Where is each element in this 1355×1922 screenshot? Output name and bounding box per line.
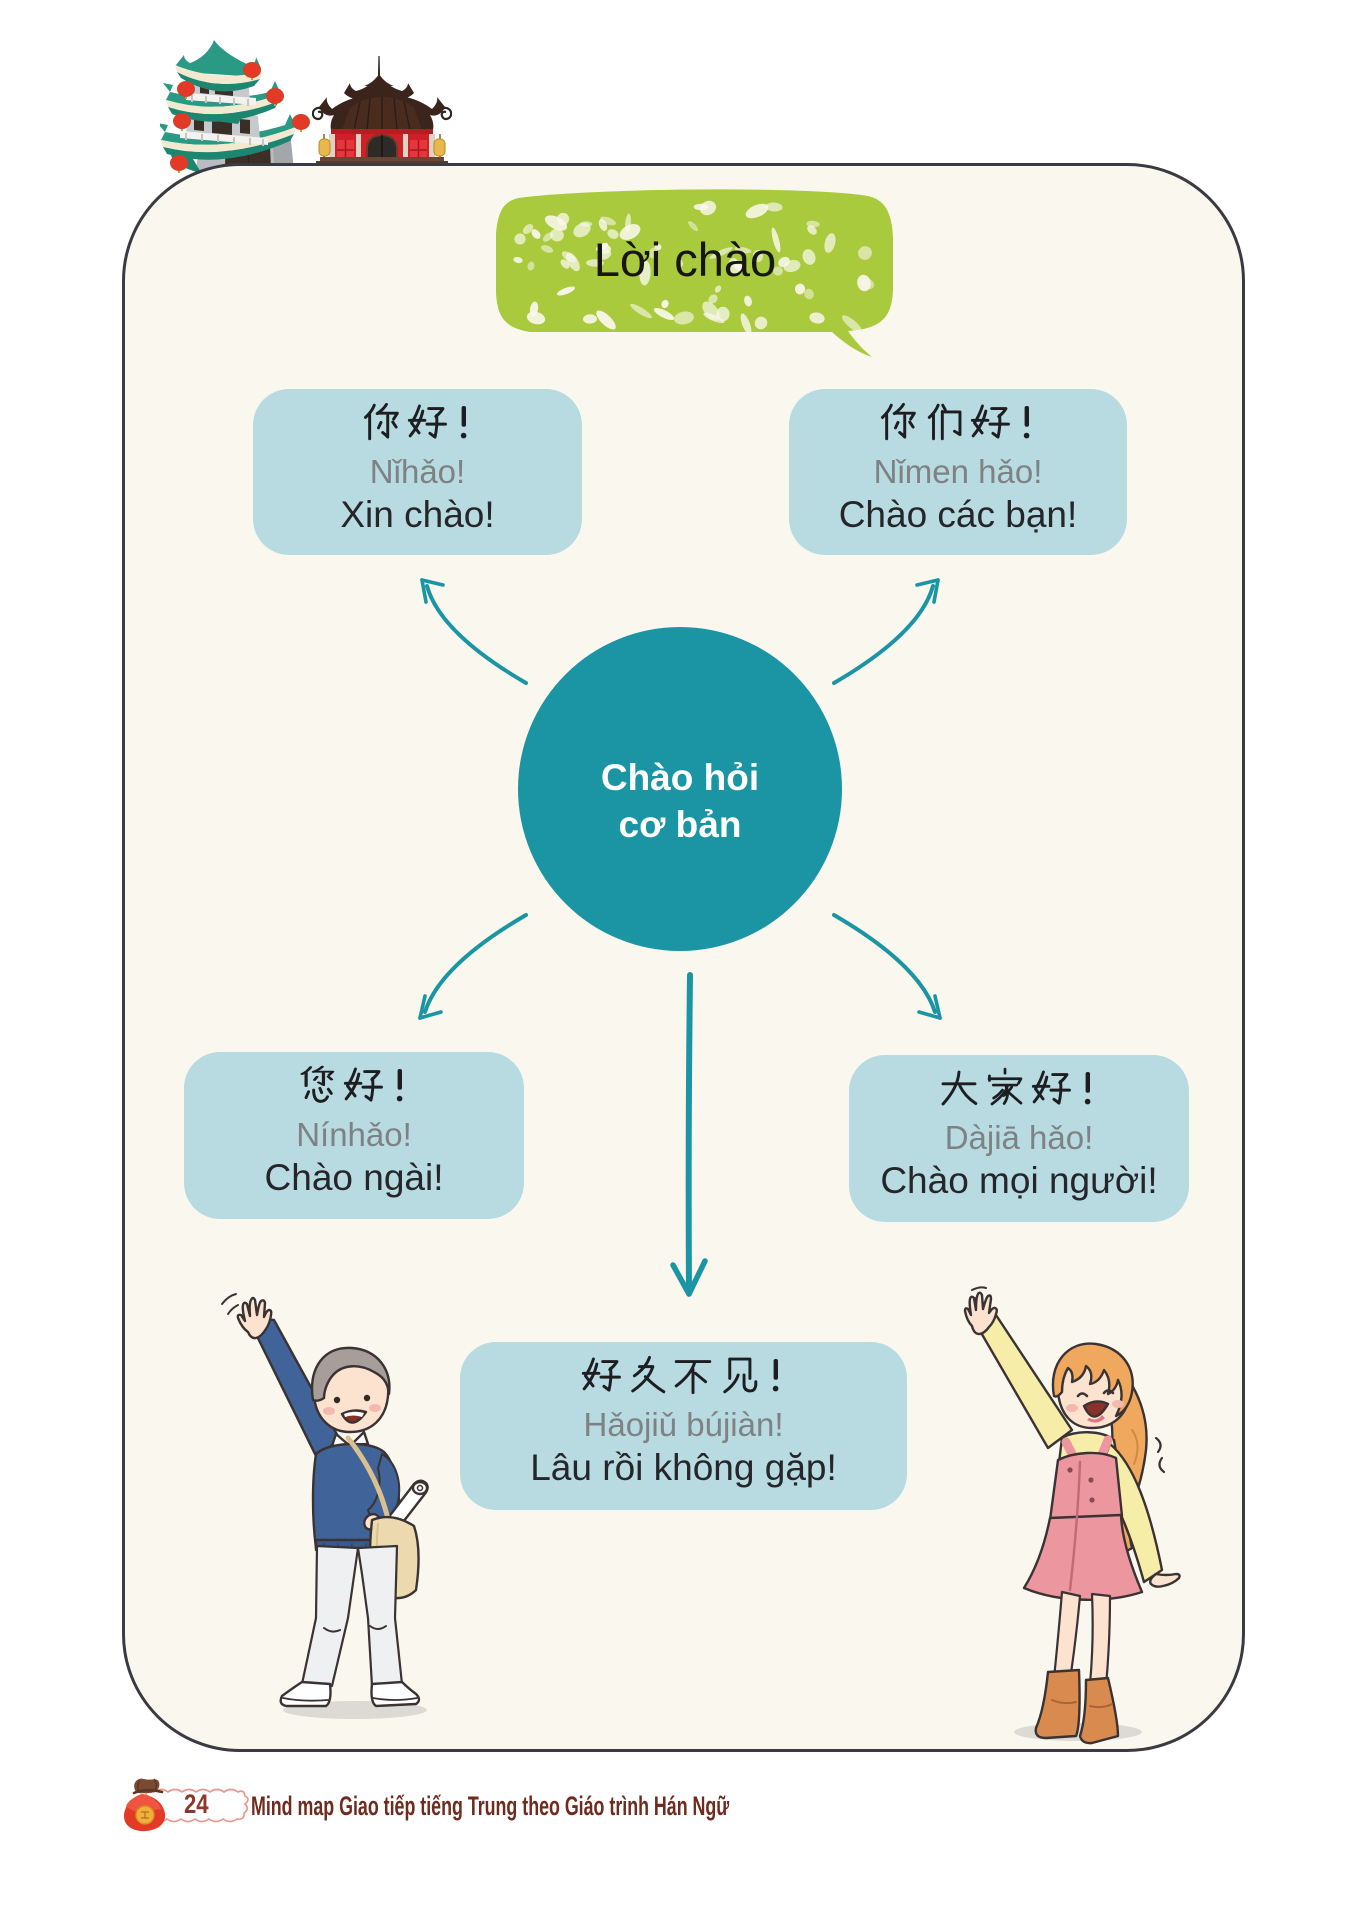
svg-text:Lời chào: Lời chào	[594, 233, 776, 286]
svg-text:24: 24	[184, 1790, 209, 1820]
